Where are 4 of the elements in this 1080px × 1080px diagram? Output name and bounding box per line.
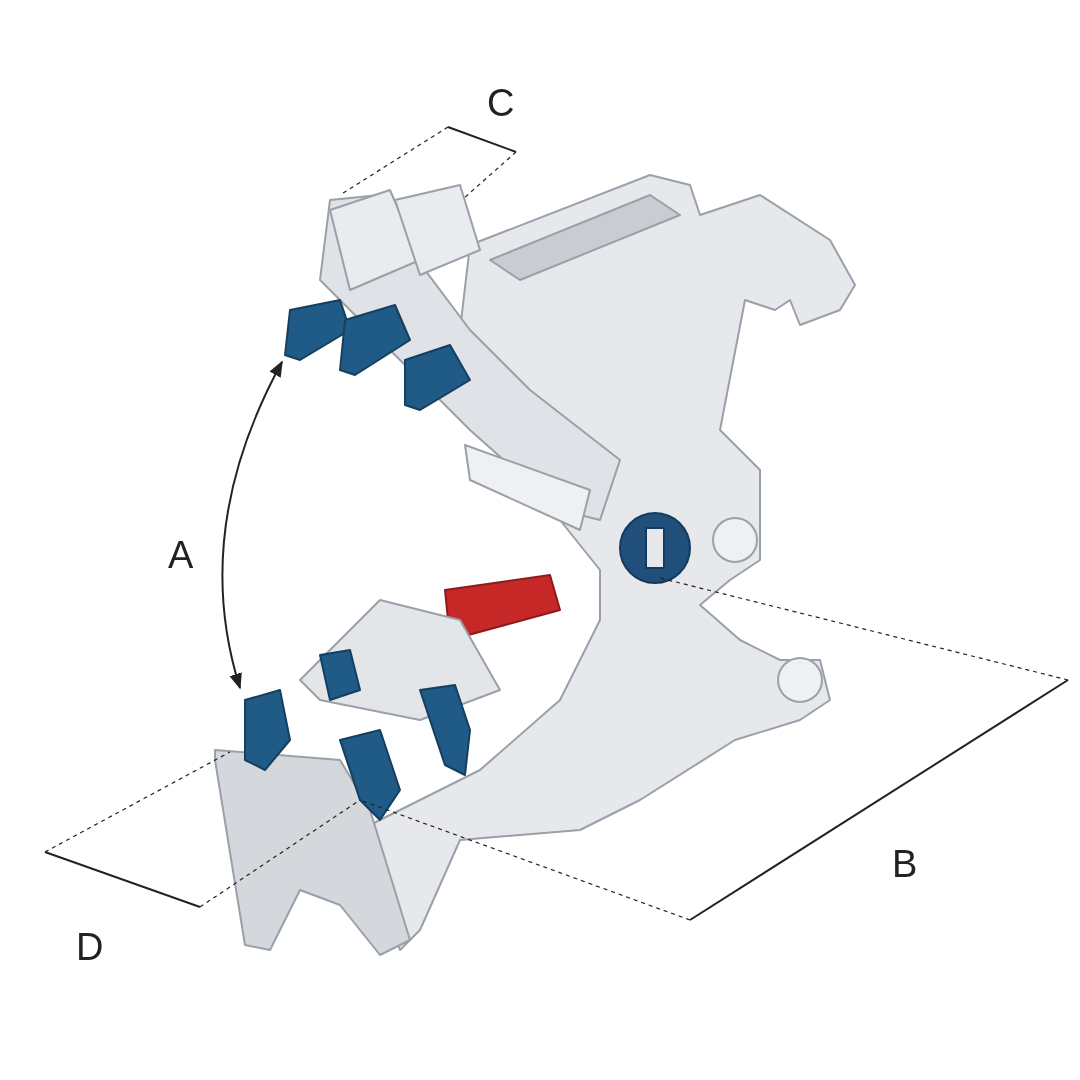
dimension-label: B (892, 845, 918, 883)
dimension-label: C (487, 84, 515, 122)
dimension-label: D (76, 928, 104, 966)
dimension-label: A (168, 536, 194, 574)
